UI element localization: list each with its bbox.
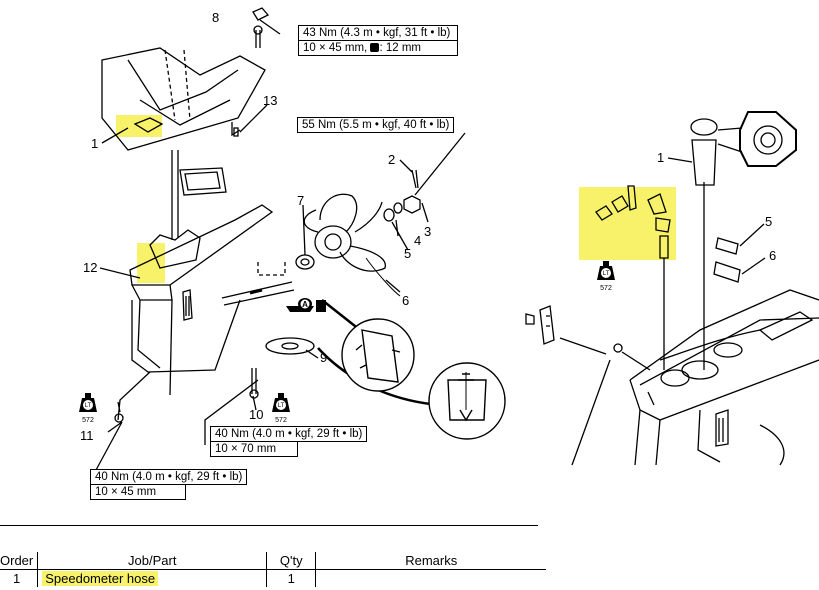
callout-12: 12 bbox=[83, 260, 97, 275]
torque-value: 43 Nm (4.3 m • kgf, 31 ft • lb) bbox=[298, 25, 458, 41]
parts-table: Order Job/Part Q'ty Remarks 1 Speedomete… bbox=[0, 552, 547, 587]
callout-6-left: 6 bbox=[402, 293, 409, 308]
bolt-size: 10 × 70 mm bbox=[210, 442, 298, 457]
loctite-code: 572 bbox=[82, 417, 94, 424]
callout-7: 7 bbox=[297, 193, 304, 208]
wrench-size-text: : 12 mm bbox=[379, 42, 421, 54]
col-qty: Q'ty bbox=[266, 552, 316, 570]
loctite-badge-right: LT 572 bbox=[597, 261, 615, 292]
table-header-row: Order Job/Part Q'ty Remarks bbox=[0, 552, 547, 570]
torque-spec-nut-3: 55 Nm (5.5 m • kgf, 40 ft • lb) bbox=[297, 117, 455, 133]
loctite-code: 572 bbox=[600, 285, 612, 292]
callout-13: 13 bbox=[263, 93, 277, 108]
callout-5-left: 5 bbox=[404, 246, 411, 261]
remarks-cell bbox=[315, 569, 547, 587]
loctite-mark: LT bbox=[603, 271, 610, 277]
callout-2: 2 bbox=[388, 152, 395, 167]
torque-value: 55 Nm (5.5 m • kgf, 40 ft • lb) bbox=[297, 117, 455, 133]
lower-unit-drawing bbox=[95, 7, 466, 471]
qty-cell: 1 bbox=[266, 569, 316, 587]
col-remarks: Remarks bbox=[315, 552, 547, 570]
loctite-code: 572 bbox=[275, 417, 287, 424]
hex-nut-icon bbox=[370, 43, 380, 52]
callout-5-right: 5 bbox=[765, 214, 772, 229]
loctite-badge-left-11: LT 572 bbox=[79, 393, 97, 424]
highlight-speedometer-hose-end bbox=[137, 243, 165, 283]
torque-value: 40 Nm (4.0 m • kgf, 29 ft • lb) bbox=[210, 426, 368, 442]
callout-1-right: 1 bbox=[657, 150, 664, 165]
callout-10: 10 bbox=[249, 407, 263, 422]
spline-detail-inset bbox=[317, 299, 441, 407]
callout-9: 9 bbox=[320, 350, 327, 365]
highlighted-part-name: Speedometer hose bbox=[42, 571, 159, 586]
order-cell: 1 bbox=[13, 571, 21, 586]
callout-labels: 8 1 13 2 3 4 5 6 7 12 9 10 11 1 5 6 bbox=[80, 10, 776, 443]
callout-3: 3 bbox=[424, 224, 431, 239]
loctite-mark: LT bbox=[85, 403, 92, 409]
bolt-size: 10 × 45 mm bbox=[90, 485, 186, 500]
bolt-size: 10 × 45 mm, : 12 mm bbox=[298, 41, 458, 56]
job-part-cell: Speedometer hose bbox=[37, 569, 267, 587]
lower-unit-top-view bbox=[525, 111, 819, 466]
callout-6-right: 6 bbox=[769, 248, 776, 263]
callout-11: 11 bbox=[80, 428, 94, 443]
table-top-rule bbox=[0, 525, 538, 526]
callout-8: 8 bbox=[212, 10, 219, 25]
loctite-mark: LT bbox=[278, 403, 285, 409]
torque-spec-bolt-10: 40 Nm (4.0 m • kgf, 29 ft • lb) 10 × 70 … bbox=[210, 426, 368, 457]
col-order: Order bbox=[0, 552, 38, 570]
col-job-part: Job/Part bbox=[37, 552, 267, 570]
bolt-size-text: 10 × 45 mm, bbox=[303, 42, 368, 54]
loctite-badge-left-10: LT 572 bbox=[272, 393, 290, 424]
torque-spec-bolt-11: 40 Nm (4.0 m • kgf, 29 ft • lb) 10 × 45 … bbox=[90, 469, 248, 500]
torque-value: 40 Nm (4.0 m • kgf, 29 ft • lb) bbox=[90, 469, 248, 485]
grease-symbol: A bbox=[286, 298, 326, 312]
callout-4: 4 bbox=[414, 233, 421, 248]
table-row: 1 Speedometer hose 1 bbox=[0, 569, 547, 587]
torque-spec-bolt-8: 43 Nm (4.3 m • kgf, 31 ft • lb) 10 × 45 … bbox=[298, 25, 458, 56]
prop-hub-detail-inset bbox=[428, 362, 506, 440]
callout-1-left: 1 bbox=[91, 136, 98, 151]
grease-mark-label: A bbox=[302, 300, 308, 309]
exploded-view-drawing: A bbox=[79, 7, 819, 471]
